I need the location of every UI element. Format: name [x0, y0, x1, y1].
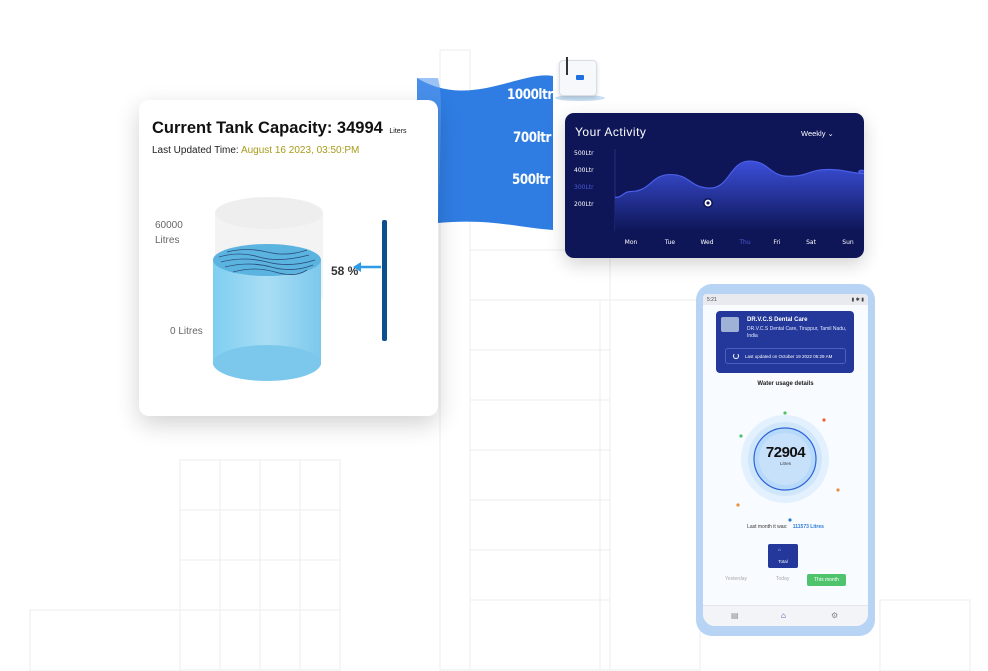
level-1000-label: 1000ltr	[507, 87, 553, 103]
last-updated-pill[interactable]: Last updated on October 19 2022 05:29 AM	[725, 348, 846, 364]
total-button[interactable]: ⌂ Total	[768, 544, 798, 568]
x-tick-label[interactable]: Sun	[842, 239, 854, 246]
y-tick-label: 200Ltr	[574, 201, 594, 208]
tank-capacity-unit: Liters	[389, 128, 407, 135]
tab-yesterday[interactable]: Yesterday	[725, 576, 748, 582]
clinic-name: DR.V.C.S Dental Care	[747, 317, 808, 323]
activity-area	[615, 161, 864, 231]
updated-label: Last Updated Time:	[152, 145, 239, 156]
tank-capacity-value: 34994	[336, 119, 383, 137]
last-month-label: Last month it was:	[747, 524, 788, 530]
home-icon: ⌂	[778, 547, 781, 552]
usage-unit: Litres	[779, 461, 791, 466]
x-tick-label[interactable]: Thu	[738, 239, 750, 246]
bottom-nav: ▤ ⌂ ⚙	[703, 605, 868, 626]
phone-screen: 5:21 ▮ ✱ ▮ DR.V.C.S Dental Care DR.V.C.S…	[703, 294, 868, 626]
home-icon[interactable]: ⌂	[781, 611, 786, 620]
chevron-down-icon: ⌄	[827, 129, 834, 138]
x-tick-label[interactable]: Mon	[625, 239, 638, 246]
y-tick-label: 400Ltr	[574, 167, 594, 174]
gauge-arrow-icon	[353, 262, 381, 272]
usage-value: 72904	[765, 444, 806, 461]
tank-updated-time: Last Updated Time: August 16 2023, 03:50…	[152, 145, 359, 156]
usage-ring	[736, 411, 840, 522]
y-tick-label: 500Ltr	[574, 150, 594, 157]
x-tick-label[interactable]: Fri	[773, 239, 780, 246]
antenna	[566, 57, 568, 75]
updated-value: August 16 2023, 03:50:PM	[240, 145, 360, 156]
fill-percent-label: 58 %	[331, 264, 359, 278]
usage-title: Water usage details	[757, 381, 814, 387]
last-month-value: 111573 Litres	[792, 524, 824, 530]
level-500-label: 500ltr	[512, 172, 550, 188]
level-700-label: 700ltr	[513, 130, 551, 146]
clinic-address: DR.V.C.S Dental Care, Tiruppur, Tamil Na…	[747, 326, 847, 339]
list-icon[interactable]: ▤	[731, 611, 739, 620]
x-tick-label[interactable]: Wed	[700, 239, 713, 246]
status-icons: ▮ ✱ ▮	[851, 297, 864, 303]
data-point-marker-center	[706, 201, 710, 205]
activity-line	[614, 160, 864, 199]
sensor-device	[559, 57, 597, 96]
tab-this-month[interactable]: This month	[807, 574, 846, 586]
x-tick-label[interactable]: Sat	[806, 239, 816, 246]
tank-max-unit: Litres	[155, 235, 180, 246]
period-dropdown[interactable]: Weekly ⌄	[801, 129, 834, 138]
device-led	[576, 75, 584, 80]
status-bar: 5:21 ▮ ✱ ▮	[703, 294, 868, 305]
clinic-card[interactable]: DR.V.C.S Dental Care DR.V.C.S Dental Car…	[716, 311, 854, 373]
tank-cylinder	[213, 197, 323, 381]
building-icon	[721, 317, 739, 332]
activity-card: Your Activity Weekly ⌄ 500Ltr 400Ltr 300Lt…	[565, 113, 864, 258]
tank-max-value: 60000	[155, 220, 183, 231]
gear-icon[interactable]: ⚙	[831, 611, 839, 620]
y-tick-label: 300Ltr	[574, 184, 594, 191]
period-label: Weekly	[801, 129, 826, 138]
x-tick-label[interactable]: Tue	[664, 239, 676, 246]
last-month-text: Last month it was: 111573 Litres	[703, 524, 868, 530]
total-label: Total	[778, 559, 788, 564]
fill-gauge-bar	[382, 220, 387, 341]
tank-min-label: 0 Litres	[170, 326, 203, 337]
tank-capacity-card: Current Tank Capacity: 34994 Liters Last…	[139, 100, 438, 416]
device-shadow	[555, 95, 605, 101]
tank-max-label: 60000 Litres	[155, 218, 183, 248]
tab-today[interactable]: Today	[776, 576, 790, 582]
status-time: 5:21	[707, 297, 717, 303]
phone-mockup: 5:21 ▮ ✱ ▮ DR.V.C.S Dental Care DR.V.C.S…	[696, 284, 875, 636]
refresh-icon	[733, 353, 739, 359]
tank-title: Current Tank Capacity: 34994 Liters	[152, 119, 407, 138]
tank-title-label: Current Tank Capacity:	[152, 119, 333, 137]
activity-title: Your Activity	[575, 125, 647, 139]
last-updated-text: Last updated on October 19 2022 05:29 AM	[745, 354, 833, 359]
